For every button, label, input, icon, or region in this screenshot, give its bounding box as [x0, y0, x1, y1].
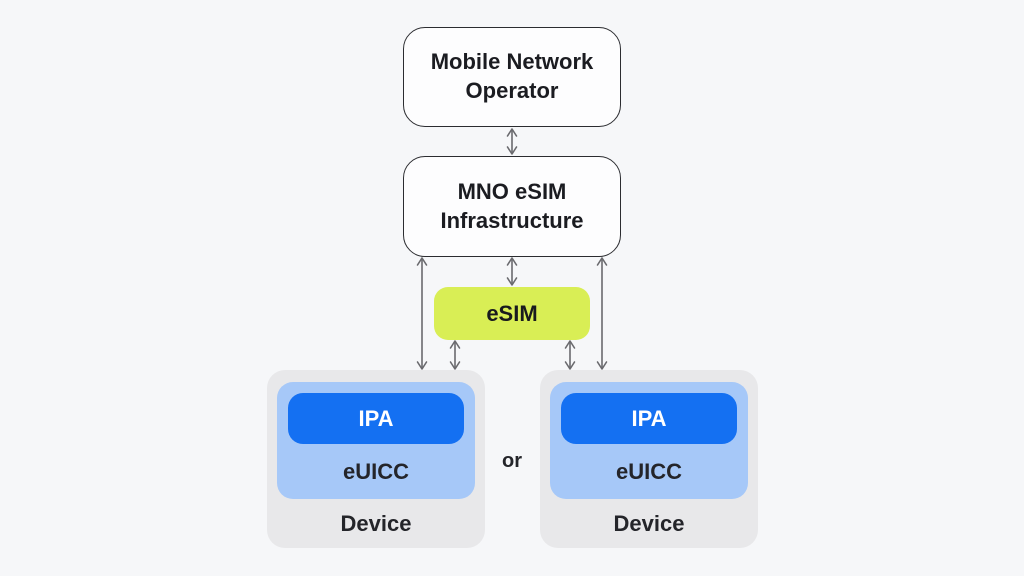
arrow-infrastructure-to-esim: [506, 257, 518, 286]
or-separator-label: or: [502, 449, 522, 472]
mno-esim-infrastructure-node: MNO eSIM Infrastructure: [403, 156, 621, 257]
device-2-label: Device: [613, 510, 685, 536]
mno-esim-infrastructure-label: MNO eSIM Infrastructure: [440, 178, 584, 233]
esim-node: eSIM: [434, 287, 590, 340]
arrow-mno-to-infrastructure: [506, 128, 518, 155]
device-1-label: Device: [340, 510, 412, 536]
device-2-ipa-label: IPA: [631, 405, 667, 431]
device-2-node: IPA eUICC Device: [540, 370, 758, 548]
arrow-esim-to-device-2: [564, 340, 576, 370]
device-1-ipa-label: IPA: [358, 405, 394, 431]
device-2-euicc-node: IPA eUICC: [550, 382, 748, 499]
device-2-ipa-node: IPA: [561, 393, 737, 444]
mno-node: Mobile Network Operator: [403, 27, 621, 127]
device-1-euicc-node: IPA eUICC: [277, 382, 475, 499]
mno-node-label: Mobile Network Operator: [430, 49, 594, 103]
arrow-infrastructure-to-device-1: [416, 257, 428, 370]
arrow-esim-to-device-1: [449, 340, 461, 370]
device-2-euicc-label: eUICC: [615, 458, 682, 484]
device-1-euicc-label: eUICC: [342, 458, 409, 484]
esim-node-label: eSIM: [486, 300, 538, 326]
device-1-ipa-node: IPA: [288, 393, 464, 444]
arrow-infrastructure-to-device-2: [596, 257, 608, 370]
device-1-node: IPA eUICC Device: [267, 370, 485, 548]
